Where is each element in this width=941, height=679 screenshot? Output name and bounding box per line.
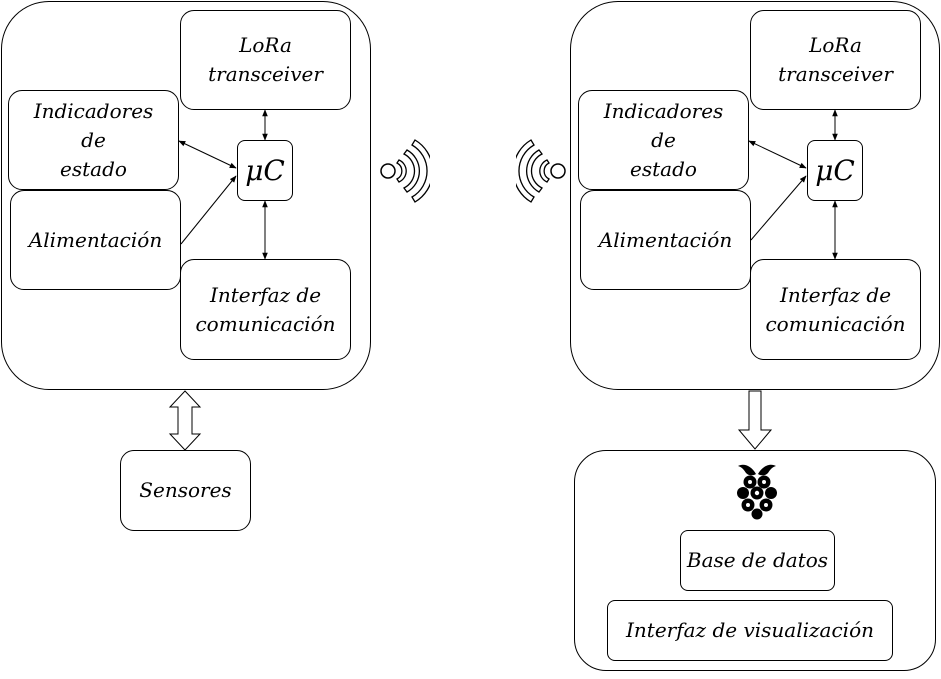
tx-microcontroller: μC bbox=[237, 140, 293, 201]
tx-lora-label: LoRa transceiver bbox=[208, 33, 323, 86]
tx-indicadores-estado: Indicadores de estado bbox=[8, 90, 179, 190]
tx-alimentacion-label: Alimentación bbox=[28, 227, 163, 252]
tx-interfaz-comunicacion: Interfaz de comunicación bbox=[180, 259, 351, 360]
rx-indicadores-estado: Indicadores de estado bbox=[578, 90, 749, 190]
sensores-label: Sensores bbox=[139, 478, 232, 502]
base-de-datos-box: Base de datos bbox=[680, 530, 835, 591]
rx-alimentacion-label: Alimentación bbox=[598, 227, 733, 252]
receiver-node bbox=[570, 1, 940, 390]
rx-indicadores-label: Indicadores de estado bbox=[603, 98, 724, 181]
rx-lora-transceiver: LoRa transceiver bbox=[750, 10, 921, 110]
tx-uc-label: μC bbox=[245, 154, 285, 187]
tx-link-alimentacion-uc bbox=[180, 175, 237, 245]
server-node bbox=[574, 450, 936, 671]
tx-lora-transceiver: LoRa transceiver bbox=[180, 10, 351, 110]
interfaz-visualizacion-label: Interfaz de visualización bbox=[626, 618, 874, 642]
rx-wireless-signal-icon bbox=[516, 139, 566, 203]
rx-server-arrow bbox=[737, 390, 773, 450]
tx-alimentacion: Alimentación bbox=[10, 190, 181, 290]
raspberry-pi-icon bbox=[737, 464, 777, 520]
rx-interfaz-label: Interfaz de comunicación bbox=[765, 282, 906, 336]
base-de-datos-label: Base de datos bbox=[686, 548, 829, 572]
tx-interfaz-label: Interfaz de comunicación bbox=[195, 282, 336, 336]
tx-sensores-double-arrow bbox=[168, 390, 202, 451]
sensores-box: Sensores bbox=[120, 450, 251, 531]
rx-microcontroller: μC bbox=[807, 140, 863, 201]
tx-indicadores-label: Indicadores de estado bbox=[33, 98, 154, 181]
rx-uc-label: μC bbox=[815, 154, 855, 187]
rx-link-alimentacion-uc bbox=[750, 175, 807, 241]
interfaz-visualizacion-box: Interfaz de visualización bbox=[607, 600, 893, 661]
rx-alimentacion: Alimentación bbox=[580, 190, 751, 290]
tx-wireless-signal-icon bbox=[380, 139, 430, 203]
transmitter-node bbox=[1, 1, 371, 390]
rx-interfaz-comunicacion: Interfaz de comunicación bbox=[750, 259, 921, 360]
rx-link-indicadores-uc bbox=[748, 140, 807, 169]
rx-lora-label: LoRa transceiver bbox=[778, 33, 893, 86]
tx-link-indicadores-uc bbox=[178, 140, 237, 169]
